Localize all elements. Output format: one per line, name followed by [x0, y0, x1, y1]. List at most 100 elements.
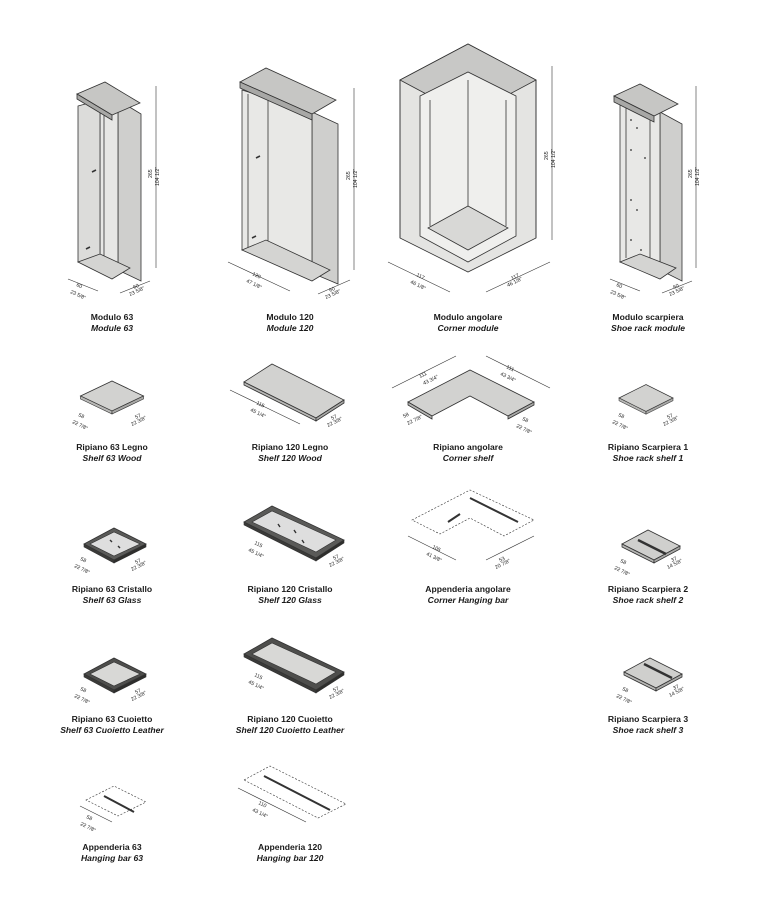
dim-label: 111: [418, 371, 428, 380]
dim-label: 265: [544, 151, 550, 160]
dim-label: 60: [75, 282, 83, 290]
dim-label: 53: [498, 556, 506, 564]
caption-english: Module 63: [90, 323, 134, 333]
caption-shelf-63-glass: Ripiano 63 Cristallo Shelf 63 Glass: [12, 584, 212, 606]
caption-english: Shelf 63 Wood: [82, 453, 142, 463]
dim-label: 104 1/2": [155, 167, 161, 186]
shelf-120-cuoietto-drawing: [243, 637, 345, 694]
caption-italian: Ripiano 120 Cristallo: [247, 584, 333, 594]
dim-label: 22 3/8": [328, 688, 345, 701]
caption-shoe-rack-shelf-2: Ripiano Scarpiera 2 Shoe rack shelf 2: [548, 584, 748, 606]
shelf-120-glass-drawing: [243, 505, 345, 562]
caption-corner-hanging-bar: Appenderia angolare Corner Hanging bar: [368, 584, 568, 606]
dim-label: 22 3/8": [130, 415, 147, 428]
dim-label: 23 5/8": [609, 289, 626, 301]
dim-label: 14 5/8": [666, 558, 683, 571]
dim-label: 45 1/4": [249, 407, 266, 420]
dim-label: 57: [134, 413, 142, 421]
dim-label: 58: [85, 814, 93, 822]
caption-english: Shoe rack shelf 3: [612, 725, 684, 735]
caption-shoe-rack-shelf-1: Ripiano Scarpiera 1 Shoe rack shelf 1: [548, 442, 748, 464]
caption-italian: Appenderia 63: [82, 842, 142, 852]
caption-shoe-rack-module: Modulo scarpiera Shoe rack module: [548, 312, 748, 334]
hanging-bar-120-drawing: [237, 765, 347, 823]
caption-english: Corner Hanging bar: [427, 595, 509, 605]
caption-italian: Ripiano Scarpiera 1: [607, 442, 689, 452]
dim-label: 45 1/4": [247, 679, 264, 692]
dim-label: 117: [415, 272, 425, 281]
caption-hanging-bar-63: Appenderia 63 Hanging bar 63: [12, 842, 212, 864]
dim-label: 37: [670, 556, 678, 564]
dim-label: 46 1/8": [409, 279, 426, 292]
dim-label: 23 5/8": [69, 289, 86, 301]
hanging-bar-63-drawing: [79, 785, 147, 823]
caption-shoe-rack-shelf-3: Ripiano Scarpiera 3 Shoe rack shelf 3: [548, 714, 748, 736]
caption-english: Shelf 63 Glass: [82, 595, 142, 605]
dim-label: 58: [621, 686, 629, 694]
caption-english: Shoe rack shelf 2: [612, 595, 684, 605]
corner-hanging-bar-dims: 105 41 3/8" 53 20 7/8": [425, 544, 512, 570]
dim-label: 58: [521, 416, 529, 424]
shoe-rack-shelf-2-drawing: [621, 529, 681, 564]
dim-label: 23 5/8": [668, 286, 685, 298]
dim-label: 57: [330, 414, 338, 422]
dim-label: 58: [619, 558, 627, 566]
caption-module-63: Modulo 63 Module 63: [12, 312, 212, 334]
dim-label: 22 7/8": [611, 419, 628, 432]
dim-label: 20 7/8": [494, 558, 511, 571]
caption-english: Shelf 120 Wood: [258, 453, 322, 463]
caption-shelf-63-cuoietto: Ripiano 63 Cuoietto Shelf 63 Cuoietto Le…: [12, 714, 212, 736]
caption-corner-shelf: Ripiano angolare Corner shelf: [368, 442, 568, 464]
dim-label: 22 3/8": [130, 690, 147, 703]
dim-label: 37: [672, 684, 680, 692]
dim-label: 117: [510, 273, 520, 282]
dim-label: 265: [346, 171, 352, 180]
dim-label: 22 7/8": [73, 693, 90, 706]
dim-label: 110: [257, 800, 267, 809]
shoe-rack-shelf-1-drawing: [618, 384, 674, 415]
caption-english: Hanging bar 63: [80, 853, 144, 863]
caption-italian: Appenderia angolare: [425, 584, 511, 594]
dim-label: 45 1/4": [247, 547, 264, 560]
dim-label: 58: [77, 412, 85, 420]
dim-label: 22 7/8": [515, 423, 532, 436]
dim-label: 43 3/4": [499, 371, 516, 384]
dim-label: 22 3/8": [130, 560, 147, 573]
caption-italian: Ripiano angolare: [433, 442, 503, 452]
dim-label: 105: [431, 544, 442, 553]
dim-label: 22 7/8": [79, 821, 96, 834]
shelf-63-wood-dims: 58 22 7/8" 57 22 3/8": [71, 412, 148, 432]
dim-label: 115: [253, 540, 263, 549]
dim-label: 111: [505, 364, 515, 373]
caption-corner-module: Modulo angolare Corner module: [368, 312, 568, 334]
caption-hanging-bar-120: Appenderia 120 Hanging bar 120: [190, 842, 390, 864]
hanging-bar-120-dims: 110 43 1/4": [251, 800, 268, 820]
caption-english: Module 120: [266, 323, 314, 333]
dim-label: 120: [251, 271, 262, 280]
corner-hanging-bar-drawing: [407, 489, 535, 561]
dim-label: 22 7/8": [71, 419, 88, 432]
corner-module-drawing: [399, 43, 553, 273]
caption-english: Shelf 120 Glass: [258, 595, 322, 605]
dim-label: 43 1/4": [251, 807, 268, 820]
caption-italian: Modulo angolare: [433, 312, 503, 322]
module-63-drawing: [76, 81, 157, 282]
dim-label: 22 3/8": [662, 415, 679, 428]
caption-english: Shelf 120 Cuoietto Leather: [235, 725, 345, 735]
dim-label: 60: [328, 286, 336, 294]
dim-label: 57: [134, 688, 142, 696]
caption-italian: Ripiano Scarpiera 2: [607, 584, 689, 594]
caption-shelf-120-wood: Ripiano 120 Legno Shelf 120 Wood: [190, 442, 390, 464]
hanging-bar-63-dims: 58 22 7/8": [79, 814, 96, 834]
dim-label: 47 1/8": [245, 278, 262, 291]
corner-shelf-drawing: [391, 355, 551, 420]
dim-label: 115: [255, 400, 265, 409]
module-120-drawing: [239, 67, 355, 285]
dim-label: 58: [79, 686, 87, 694]
caption-italian: Ripiano 120 Cuoietto: [247, 714, 333, 724]
dim-label: 104 1/2": [353, 169, 359, 188]
caption-italian: Ripiano 63 Legno: [76, 442, 148, 452]
dim-label: 57: [134, 558, 142, 566]
